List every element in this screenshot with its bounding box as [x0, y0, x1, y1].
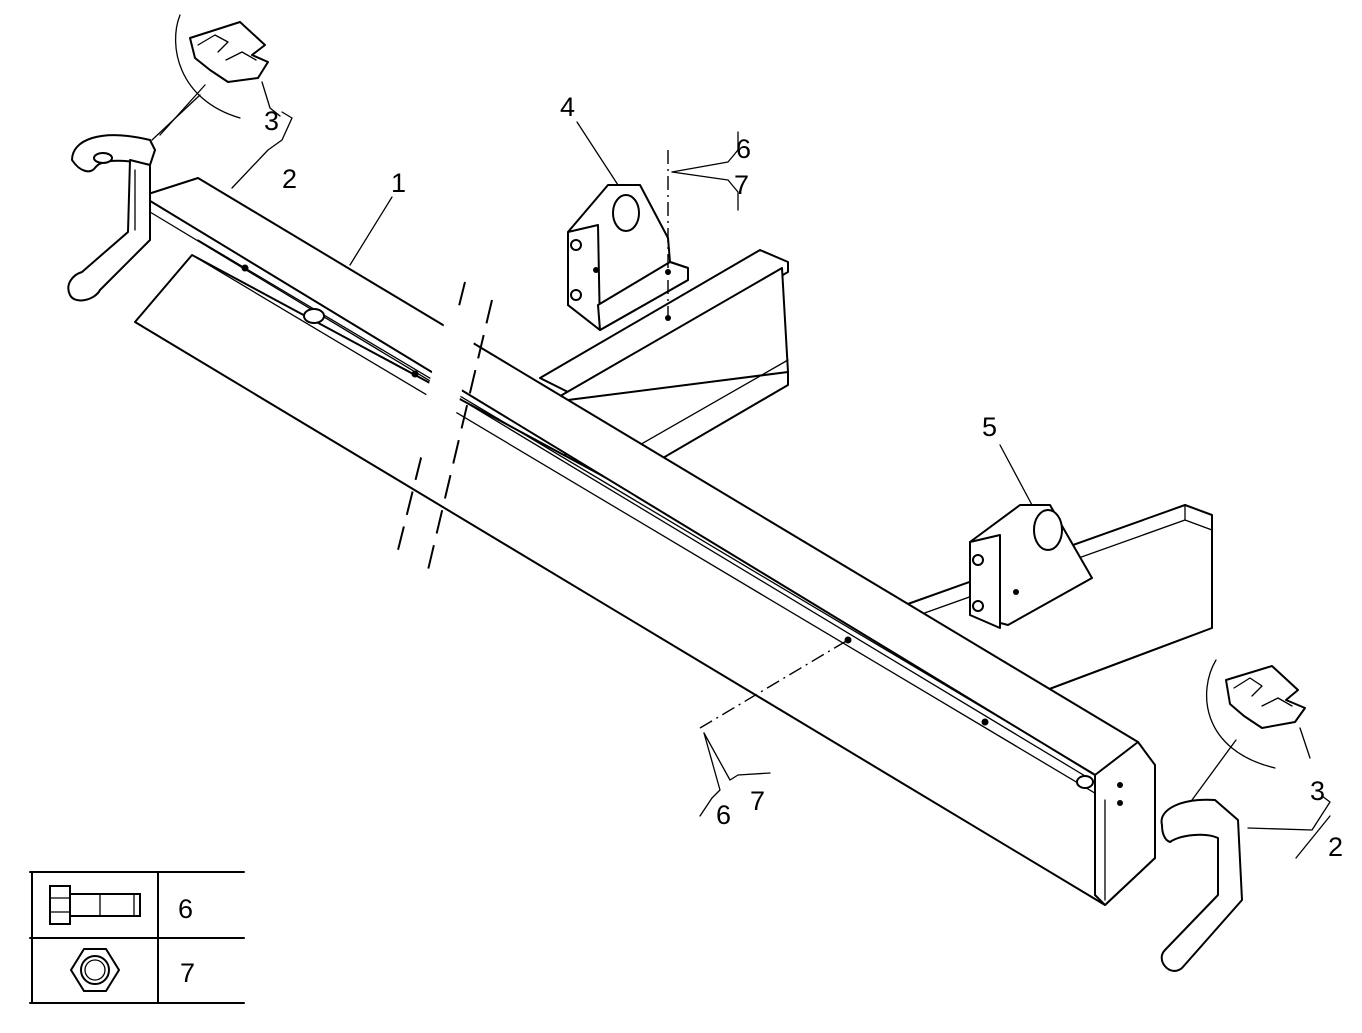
legend-table: 6 7: [29, 871, 245, 1004]
callout-7-bottom: 7: [750, 786, 765, 816]
callout-5: 5: [982, 412, 997, 442]
fastener-axis: [699, 639, 849, 729]
main-beam: [134, 177, 1156, 906]
callout-3-left: 3: [264, 106, 279, 136]
legend-number-7: 7: [180, 958, 195, 988]
callout-4: 4: [560, 92, 575, 122]
right-hook: [1160, 798, 1243, 972]
right-clip-detail: [1191, 659, 1331, 859]
callout-6-bottom: 6: [716, 800, 731, 830]
callout-2-right: 2: [1328, 832, 1343, 862]
bracket-4: [567, 150, 689, 331]
hex-bolt-icon: [49, 885, 141, 925]
callout-1: 1: [391, 168, 406, 198]
bracket-5: [969, 504, 1093, 629]
left-hook: [67, 134, 156, 302]
leader-lines: [349, 121, 1033, 817]
legend-number-6: 6: [178, 894, 193, 924]
hex-nut-icon: [69, 948, 121, 992]
callout-7-top: 7: [734, 170, 749, 200]
callout-2-left: 2: [282, 164, 297, 194]
left-clip-detail: [151, 14, 293, 189]
callout-3-right: 3: [1310, 776, 1325, 806]
callout-6-top: 6: [736, 134, 751, 164]
